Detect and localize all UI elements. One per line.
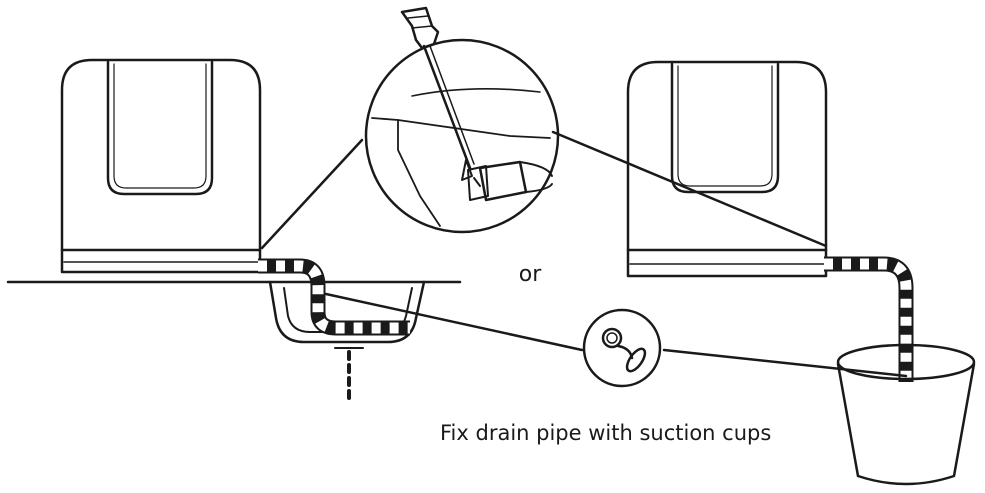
left-drain-hose: [258, 258, 410, 336]
bucket: [836, 343, 976, 486]
magnifier-detail: [260, 38, 828, 250]
left-appliance: [60, 58, 262, 274]
right-appliance: [626, 60, 828, 278]
screwdriver-icon: [400, 6, 475, 181]
or-label: or: [519, 262, 542, 287]
sink-drain: [334, 347, 364, 402]
suction-cup-icon: [601, 327, 647, 373]
caption-text: Fix drain pipe with suction cups: [440, 421, 771, 445]
right-drain-hose: [824, 256, 914, 382]
suction-cup-callout: [324, 292, 908, 388]
